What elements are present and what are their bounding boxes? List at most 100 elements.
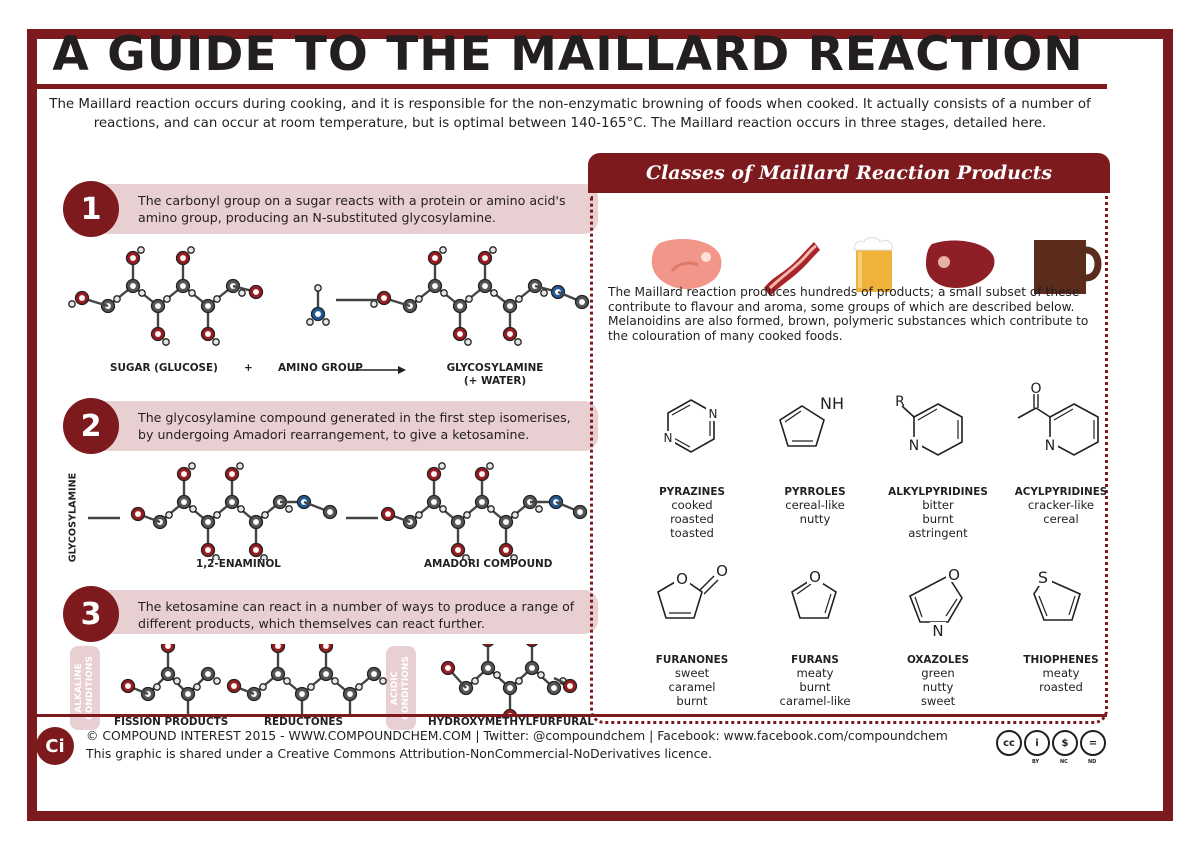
- product-desc-line: cereal: [1043, 512, 1079, 526]
- atom-highlight: [253, 519, 259, 525]
- alkylpyridine-n-label: N: [909, 438, 919, 454]
- atom-highlight: [275, 671, 281, 677]
- pyrrole-nh-label: NH: [820, 394, 844, 413]
- hydrogen-atom: [165, 511, 173, 519]
- hydrogen-atom: [163, 295, 171, 303]
- hydrogen-atom: [213, 295, 221, 303]
- reaction-arrow-icon: [348, 366, 406, 374]
- atom-highlight: [229, 471, 235, 477]
- atom-highlight: [181, 499, 187, 505]
- hydrogen-atom: [188, 462, 196, 470]
- atom-highlight: [503, 547, 509, 553]
- atom-highlight: [125, 683, 131, 689]
- hydrogen-atom: [471, 677, 479, 685]
- atom-highlight: [231, 683, 237, 689]
- atom-highlight: [130, 283, 136, 289]
- hydrogen-atom: [535, 505, 543, 513]
- atom-highlight: [455, 519, 461, 525]
- nd-label: ND: [1088, 759, 1097, 765]
- glycosylamine-side-label: GLYCOSYLAMINE: [67, 472, 79, 563]
- product-desc-line: bitter: [922, 498, 954, 512]
- hydrogen-atom: [314, 284, 322, 292]
- hydrogen-atom: [415, 295, 423, 303]
- pyrazine-structure-icon: N N: [661, 399, 720, 453]
- hydrogen-atom: [261, 511, 269, 519]
- hydrogen-atom: [370, 300, 378, 308]
- pyrazine-n1-label: N: [709, 407, 718, 421]
- atom-highlight: [457, 303, 463, 309]
- atom-highlight: [180, 283, 186, 289]
- atom-highlight: [181, 471, 187, 477]
- atom-highlight: [579, 299, 585, 305]
- hydrogen-atom: [465, 295, 473, 303]
- step-2-text: The glycosylamine compound generated in …: [90, 401, 598, 451]
- alkylpyridine-r-label: R: [895, 394, 905, 410]
- atom-highlight: [323, 644, 329, 649]
- atom-highlight: [347, 691, 353, 697]
- alkaline-conditions-tag: ALKALINE CONDITIONS: [70, 646, 100, 730]
- product-desc-line: meaty: [796, 666, 834, 680]
- product-desc-line: burnt: [799, 680, 831, 694]
- fission-products-label: FISSION PRODUCTS: [114, 716, 229, 728]
- hydrogen-atom: [236, 462, 244, 470]
- atom-highlight: [551, 685, 557, 691]
- product-alkylpyridines: ALKYLPYRIDINES bitter burnt astringent: [878, 486, 998, 540]
- hydrogen-atom: [515, 295, 523, 303]
- product-name: PYRROLES: [784, 486, 846, 498]
- cc-symbol: cc: [996, 730, 1022, 756]
- hydrogen-atom: [153, 683, 161, 691]
- hydrogen-atom: [162, 338, 170, 346]
- product-name: ACYLPYRIDINES: [1014, 486, 1108, 498]
- atom-highlight: [507, 303, 513, 309]
- furan-structure-icon: O: [791, 568, 837, 619]
- atom-highlight: [205, 303, 211, 309]
- step-1-badge: 1: [63, 181, 119, 237]
- hydrogen-atom: [511, 511, 519, 519]
- alkylpyridine-structure-icon: R N: [895, 394, 963, 456]
- atom-highlight: [165, 671, 171, 677]
- hydrogen-atom: [213, 511, 221, 519]
- atom-highlight: [529, 665, 535, 671]
- hydrogen-atom: [493, 671, 501, 679]
- hmf-label: HYDROXYMETHYLFURFURAL: [428, 716, 594, 728]
- hydrogen-atom: [306, 318, 314, 326]
- step-3-diagram: [120, 644, 578, 714]
- hydrogen-atom: [260, 554, 268, 560]
- atom-highlight: [432, 255, 438, 261]
- atom-highlight: [432, 283, 438, 289]
- amadori-label: AMADORI COMPOUND: [424, 558, 553, 570]
- hydrogen-atom: [193, 683, 201, 691]
- atom-highlight: [155, 331, 161, 337]
- atom-highlight: [479, 471, 485, 477]
- hydrogen-atom: [439, 505, 447, 513]
- meat-icon: [651, 239, 722, 290]
- product-furans: FURANS meaty burnt caramel-like: [755, 654, 875, 708]
- hydrogen-atom: [438, 462, 446, 470]
- intro-text: The Maillard reaction occurs during cook…: [49, 97, 1091, 131]
- oxygen-atom: [526, 644, 538, 648]
- atom-highlight: [229, 499, 235, 505]
- enaminol-label: 1,2-ENAMINOL: [196, 558, 281, 570]
- product-desc-line: caramel-like: [779, 694, 851, 708]
- steak-icon: [926, 240, 995, 288]
- hydrogen-atom: [490, 289, 498, 297]
- hydrogen-atom: [213, 677, 221, 685]
- product-thiophenes: THIOPHENES meaty roasted: [1001, 654, 1121, 694]
- hydrogen-atom: [187, 246, 195, 254]
- hydrogen-atom: [285, 505, 293, 513]
- footer-divider: [35, 714, 1107, 717]
- hydrogen-atom: [510, 554, 518, 560]
- amino-group-label: AMINO GROUP: [278, 362, 363, 374]
- atom-highlight: [275, 644, 281, 649]
- panel-description: The Maillard reaction produces hundreds …: [608, 285, 1089, 344]
- atom-highlight: [135, 511, 141, 517]
- atom-highlight: [455, 547, 461, 553]
- product-desc-line: meaty: [1042, 666, 1080, 680]
- hydrogen-atom: [462, 554, 470, 560]
- product-name: ALKYLPYRIDINES: [888, 486, 988, 498]
- atom-highlight: [253, 289, 259, 295]
- atom-highlight: [79, 295, 85, 301]
- product-name: THIOPHENES: [1023, 654, 1099, 666]
- pyrazine-n2-label: N: [664, 431, 673, 445]
- thiophene-structure-icon: S: [1033, 568, 1081, 621]
